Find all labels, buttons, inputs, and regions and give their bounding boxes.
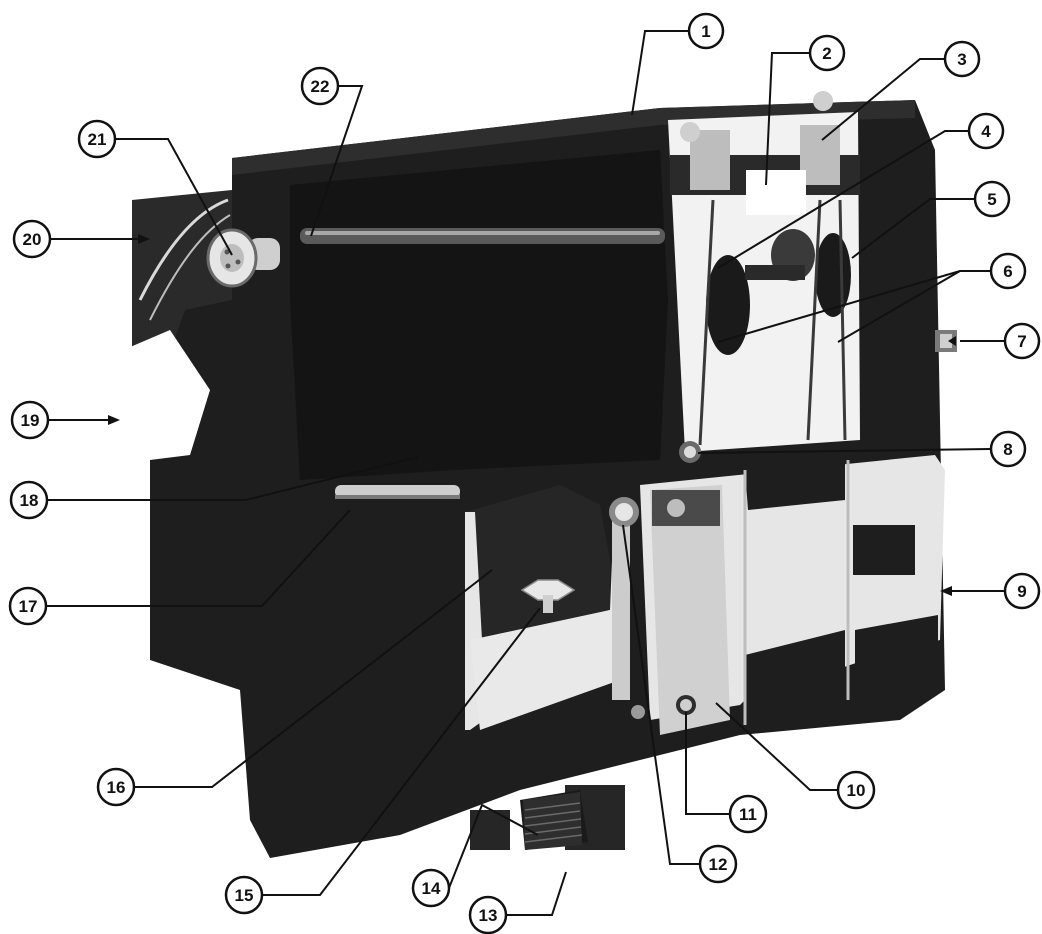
callout-17: 17 bbox=[8, 586, 48, 626]
leader-21 bbox=[115, 138, 233, 256]
callout-12: 12 bbox=[698, 844, 738, 884]
callout-2: 2 bbox=[808, 34, 846, 72]
adjustment-knob bbox=[206, 228, 280, 288]
leader-4 bbox=[717, 130, 968, 269]
callout-20: 20 bbox=[12, 219, 52, 259]
callout-22: 22 bbox=[300, 66, 340, 106]
callout-21: 21 bbox=[77, 119, 117, 159]
guide-bar-shadow bbox=[335, 495, 460, 499]
slide-window bbox=[465, 485, 610, 640]
callout-5: 5 bbox=[973, 180, 1011, 218]
svg-text:4: 4 bbox=[981, 122, 991, 141]
callout-markers: 1 2 3 4 5 6 7 8 9 10 11 12 13 14 15 16 1… bbox=[8, 12, 1041, 934]
callout-6: 6 bbox=[989, 252, 1027, 290]
leader-18 bbox=[47, 456, 419, 501]
bracket-wire bbox=[138, 198, 229, 301]
svg-text:17: 17 bbox=[19, 597, 38, 616]
svg-text:22: 22 bbox=[311, 77, 330, 96]
svg-text:20: 20 bbox=[23, 230, 42, 249]
callout-7: 7 bbox=[1003, 322, 1041, 360]
callout-13: 13 bbox=[468, 895, 508, 934]
svg-text:3: 3 bbox=[957, 50, 966, 69]
svg-text:21: 21 bbox=[88, 130, 107, 149]
callout-3: 3 bbox=[943, 40, 981, 78]
svg-text:2: 2 bbox=[822, 44, 831, 63]
leader-17 bbox=[46, 509, 351, 607]
svg-text:1: 1 bbox=[701, 22, 710, 41]
plate-screw-block bbox=[652, 490, 720, 526]
svg-text:7: 7 bbox=[1017, 332, 1026, 351]
svg-text:6: 6 bbox=[1003, 262, 1012, 281]
callout-1: 1 bbox=[687, 12, 725, 50]
svg-text:16: 16 bbox=[107, 778, 126, 797]
leader-8 bbox=[697, 448, 991, 454]
leader-16 bbox=[134, 569, 493, 788]
top-roller-shine bbox=[305, 231, 660, 235]
leader-6b bbox=[837, 270, 961, 343]
svg-text:14: 14 bbox=[422, 879, 441, 898]
callout-15: 15 bbox=[224, 875, 264, 915]
svg-text:10: 10 bbox=[847, 781, 866, 800]
svg-text:9: 9 bbox=[1017, 582, 1026, 601]
lower-plate bbox=[470, 560, 620, 730]
center-plate bbox=[650, 485, 730, 735]
upright-post bbox=[612, 520, 630, 700]
callout-19: 19 bbox=[10, 400, 50, 440]
leader-12 bbox=[622, 524, 700, 865]
callout-18: 18 bbox=[9, 480, 49, 520]
side-screw bbox=[631, 705, 645, 719]
bracket-wire-2 bbox=[149, 214, 231, 321]
callout-9: 9 bbox=[1003, 572, 1041, 610]
callout-11: 11 bbox=[728, 794, 768, 834]
callout-4: 4 bbox=[967, 112, 1005, 150]
left-opening bbox=[100, 330, 210, 460]
svg-text:11: 11 bbox=[739, 805, 757, 824]
film-gate-carrier bbox=[668, 91, 860, 463]
svg-text:19: 19 bbox=[21, 411, 40, 430]
leader-5 bbox=[851, 198, 974, 259]
leader-22 bbox=[310, 85, 364, 237]
svg-text:8: 8 bbox=[1003, 440, 1012, 459]
leader-1 bbox=[631, 30, 688, 116]
leader-arrowheads bbox=[108, 234, 956, 596]
leader-14 bbox=[448, 803, 539, 889]
leader-13 bbox=[506, 871, 567, 916]
svg-text:18: 18 bbox=[20, 491, 39, 510]
machine-body bbox=[100, 91, 957, 858]
lens-left bbox=[706, 255, 750, 355]
callout-16: 16 bbox=[96, 767, 136, 807]
leader-11 bbox=[685, 712, 730, 815]
svg-text:5: 5 bbox=[987, 190, 996, 209]
leader-10 bbox=[715, 702, 837, 791]
thumb-screw bbox=[520, 579, 576, 613]
guide-bar bbox=[335, 485, 460, 498]
svg-text:15: 15 bbox=[235, 886, 254, 905]
top-roller bbox=[300, 228, 665, 244]
callout-14: 14 bbox=[411, 868, 451, 908]
callout-10: 10 bbox=[836, 770, 876, 810]
left-side-bracket bbox=[132, 190, 232, 380]
leader-3 bbox=[821, 58, 944, 141]
leader-2 bbox=[765, 52, 809, 186]
leader-15 bbox=[262, 607, 541, 896]
upper-cavity bbox=[290, 150, 668, 480]
svg-text:13: 13 bbox=[479, 906, 498, 925]
leader-lines bbox=[46, 30, 1006, 916]
callout-8: 8 bbox=[989, 430, 1027, 468]
svg-text:12: 12 bbox=[709, 855, 728, 874]
